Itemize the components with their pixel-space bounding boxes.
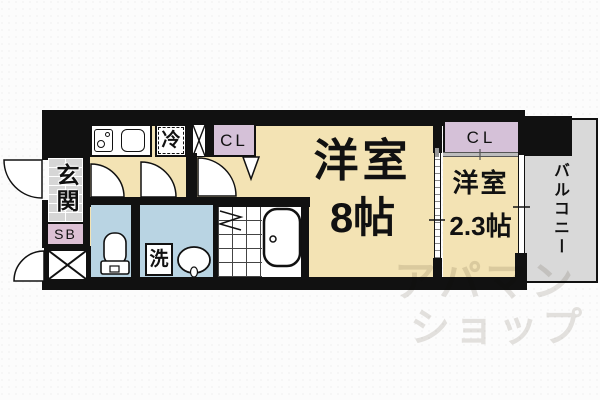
stove-icon — [94, 129, 113, 152]
bottom-wall — [42, 277, 527, 290]
washing-machine-box: 洗 — [145, 243, 173, 276]
entrance-door-swing-icon — [3, 159, 43, 199]
entrance-label: 玄関 — [53, 163, 79, 215]
main-room-size: 8帖 — [329, 194, 396, 241]
closet-door-triangle-icon — [241, 156, 261, 182]
hall-closet-label: CL — [220, 130, 248, 150]
refrigerator-label: 冷 — [161, 130, 181, 151]
wall-filler-2 — [206, 124, 212, 157]
second-room-name: 洋室 — [452, 168, 509, 198]
bedroom-closet-label: CL — [466, 127, 497, 147]
toilet-icon — [100, 232, 130, 275]
bath-floor — [218, 207, 262, 277]
main-room-name: 洋室 — [313, 135, 412, 186]
top-wall — [42, 110, 443, 126]
washing-machine-label: 洗 — [149, 249, 169, 270]
room-divider-upper — [433, 110, 442, 153]
washbasin-icon — [177, 246, 211, 278]
entrance-hall-wall — [83, 158, 90, 246]
bathtub-icon — [262, 207, 302, 268]
second-room-floor — [443, 157, 518, 277]
hall-closet: CL — [212, 123, 256, 157]
toilet-washroom-wall — [131, 205, 140, 277]
door-stub-wall — [186, 153, 197, 198]
balcony-label: バルコニー — [551, 162, 568, 257]
shoe-box-label: SB — [54, 226, 77, 242]
wall-filler-1 — [187, 124, 192, 157]
room-divider-lower — [433, 258, 442, 290]
toilet-door-swing-icon — [90, 163, 125, 198]
left-wall-lower — [42, 200, 49, 248]
second-room-size: 2.3帖 — [449, 211, 512, 241]
balcony-window — [518, 155, 525, 253]
top-wall-right — [443, 110, 525, 122]
second-room-label-group: 洋室 2.3帖 — [443, 170, 518, 239]
bath-right-wall — [301, 200, 309, 277]
bath-door-zigzag-icon — [217, 210, 244, 231]
left-wall-upper — [42, 110, 49, 160]
right-wall-lower — [515, 253, 527, 290]
washroom-bath-wall — [213, 200, 218, 277]
shoe-box: SB — [48, 222, 83, 246]
room-sliding-door — [434, 153, 441, 258]
balcony-corner-wall — [520, 116, 572, 156]
right-wall-upper — [518, 110, 525, 155]
shaft-window-x-icon — [192, 124, 206, 157]
mainroom-door-swing-icon — [197, 157, 237, 197]
main-room-label-group: 洋室 8帖 — [295, 138, 430, 239]
watermark-line2: ショップ — [410, 306, 586, 350]
bedroom-closet: CL — [443, 122, 518, 152]
shaft-door-swing-icon — [13, 250, 45, 282]
sink-icon — [121, 129, 145, 152]
entrance-floor — [48, 158, 83, 222]
shaft-x-icon — [48, 250, 87, 280]
refrigerator-box: 冷 — [155, 124, 187, 157]
kitchen-counter — [90, 124, 152, 157]
washroom-door-swing-icon — [140, 161, 177, 198]
corridor-south-wall — [88, 197, 310, 207]
watermark-line1: アパマン — [394, 258, 578, 305]
